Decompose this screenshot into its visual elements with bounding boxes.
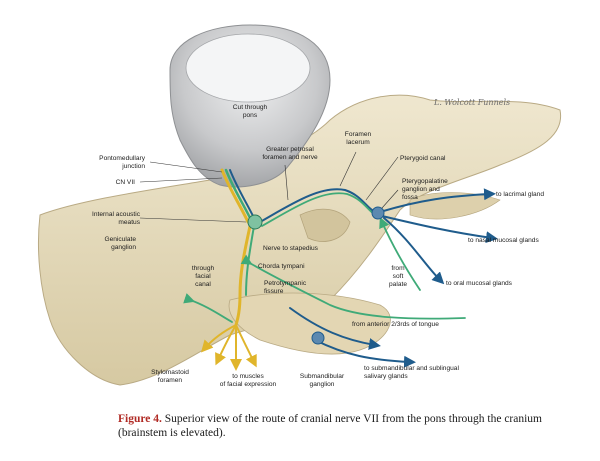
submandibular-ganglion-icon [311,331,325,345]
label-pontomedullary-2: junction [121,163,145,170]
label-geniculate-2: ganglion [111,244,136,251]
label-cn7: CN VII [116,179,136,186]
nerve-paths [183,168,498,371]
label-foramen-lacerum-2: lacerum [346,139,370,146]
label-pontomedullary-1: Pontomedullary [99,155,146,162]
label-greater-petrosal-1: Greater petrosal [266,146,314,153]
label-muscles-2: of facial expression [220,381,277,388]
pons [169,24,331,188]
label-anterior-tongue: from anterior 2/3rds of tongue [352,321,439,328]
label-salivary-2: salivary glands [364,373,408,380]
label-pterygopalatine-1: Pterygopalatine [402,178,448,185]
label-through-facial-3: canal [195,281,211,288]
label-cut-pons-1: Cut through [233,104,268,111]
label-pterygopalatine-3: fossa [402,194,418,201]
label-pterygoid-canal: Pterygoid canal [400,155,446,162]
label-nerve-stapedius: Nerve to stapedius [263,245,319,252]
label-stylomastoid-2: foramen [158,377,183,384]
label-salivary-1: to submandibular and sublingual [364,365,459,372]
label-through-facial-1: through [192,265,215,272]
label-internal-acoustic-2: meatus [118,219,140,226]
label-foramen-lacerum-1: Foramen [345,131,372,138]
label-petrotympanic-2: fissure [264,288,284,295]
pterygopalatine-ganglion-icon [371,206,385,220]
label-stylomastoid-1: Stylomastoid [151,369,189,376]
label-submandibular-ganglion-1: Submandibular [300,373,345,380]
label-from-soft-palate-1: from [391,265,405,272]
label-geniculate-1: Geniculate [104,236,136,243]
label-lacrimal: to lacrimal gland [496,191,544,198]
label-chorda: Chorda tympani [258,263,305,270]
label-oral: to oral mucosal glands [446,280,513,287]
label-from-soft-palate-2: soft [393,273,404,280]
label-pterygopalatine-2: ganglion and [402,186,440,193]
label-greater-petrosal-2: foramen and nerve [262,154,318,161]
label-nasal: to nasal mucosal glands [468,237,539,244]
ganglia [247,206,385,345]
label-internal-acoustic-1: Internal acoustic [92,211,141,218]
label-petrotympanic-1: Petrotympanic [264,280,307,287]
label-submandibular-ganglion-2: ganglion [310,381,335,388]
signature: L. Wolcott Funnels [433,98,510,107]
label-through-facial-2: facial [195,273,211,280]
figure-number: Figure 4. [118,413,162,425]
leader-lines [139,151,399,223]
figure-caption-text: Superior view of the route of cranial ne… [118,413,543,439]
geniculate-ganglion-icon [247,214,263,230]
label-from-soft-palate-3: palate [389,281,407,288]
label-muscles-1: to muscles [232,373,264,380]
label-cut-pons-2: pons [243,112,258,119]
figure-caption: Figure 4. Superior view of the route of … [118,412,548,440]
